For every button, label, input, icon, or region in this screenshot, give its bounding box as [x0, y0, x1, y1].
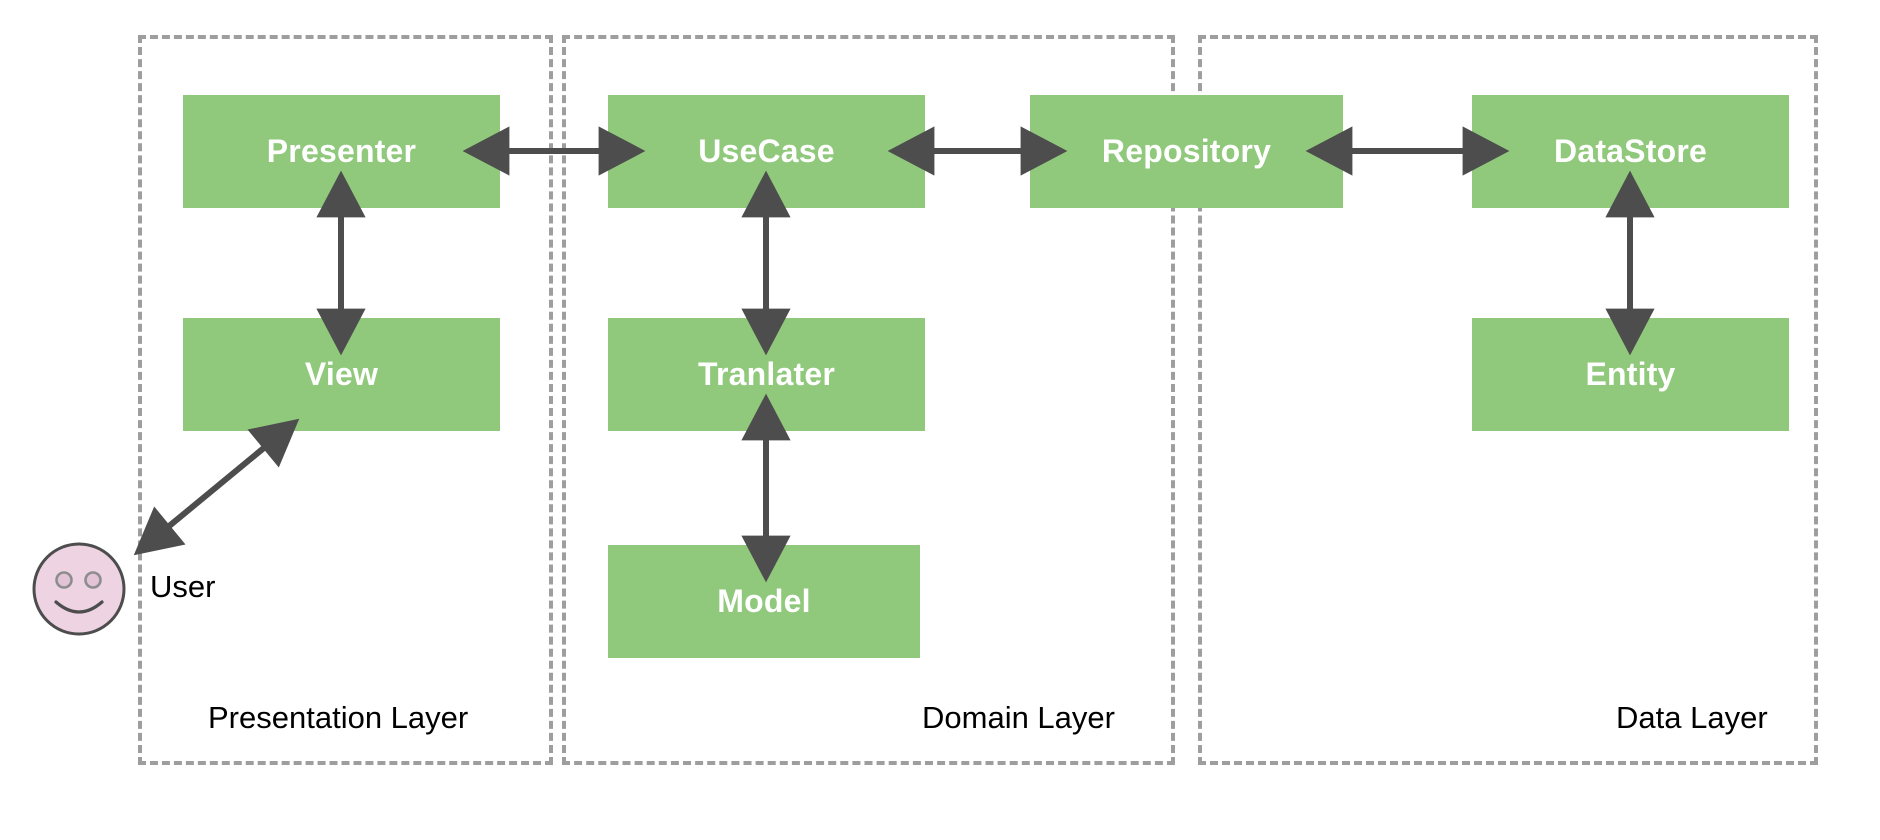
user-label: User — [150, 569, 216, 604]
node-usecase-label: UseCase — [698, 133, 835, 169]
node-entity[interactable]: Entity — [1472, 318, 1789, 431]
node-model-label: Model — [717, 583, 811, 619]
smiley-face-icon — [32, 542, 126, 636]
layer-presentation-label: Presentation Layer — [208, 700, 469, 735]
node-presenter-label: Presenter — [266, 133, 417, 169]
node-entity-label: Entity — [1585, 356, 1676, 392]
layer-domain-label: Domain Layer — [922, 700, 1115, 735]
node-tranlater[interactable]: Tranlater — [608, 318, 925, 431]
node-datastore[interactable]: DataStore — [1472, 95, 1789, 208]
node-view[interactable]: View — [183, 318, 500, 431]
node-repository[interactable]: Repository — [1030, 95, 1343, 208]
layer-data — [1198, 35, 1818, 765]
smiley-eye-left — [55, 571, 73, 589]
node-tranlater-label: Tranlater — [698, 356, 835, 392]
node-repository-label: Repository — [1101, 133, 1272, 169]
layer-data-label: Data Layer — [1616, 700, 1768, 735]
smiley-mouth — [54, 600, 104, 614]
layer-presentation — [138, 35, 553, 765]
smiley-eye-right — [84, 571, 102, 589]
node-view-label: View — [304, 356, 379, 392]
node-presenter[interactable]: Presenter — [183, 95, 500, 208]
layer-domain — [562, 35, 1175, 765]
node-usecase[interactable]: UseCase — [608, 95, 925, 208]
node-datastore-label: DataStore — [1554, 133, 1707, 169]
node-model[interactable]: Model — [608, 545, 920, 658]
